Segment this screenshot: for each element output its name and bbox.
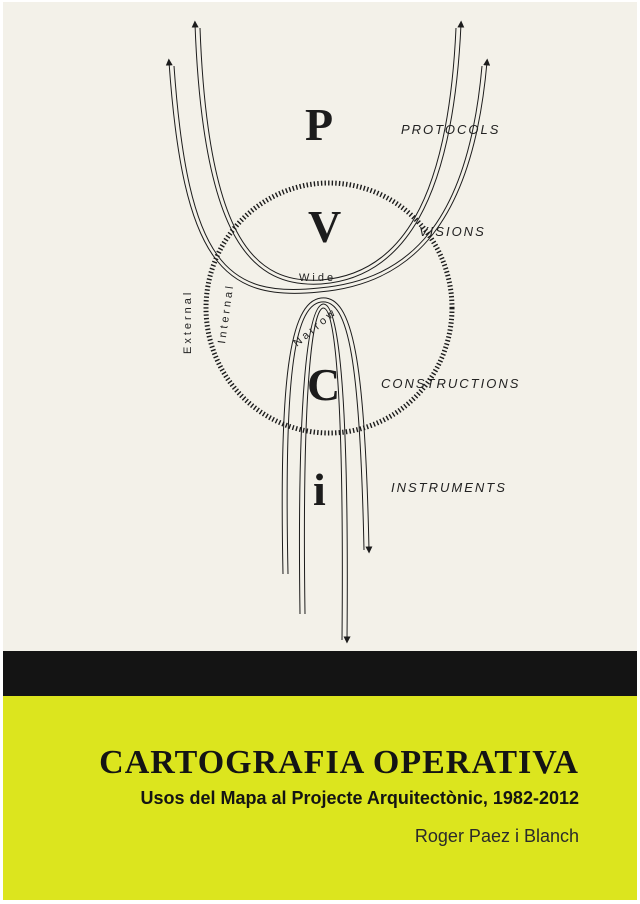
label-constructions: CONSTRUCTIONS [381, 376, 520, 391]
downward-curves [281, 297, 373, 644]
dotted-ellipse [203, 180, 455, 436]
black-band [3, 651, 637, 696]
label-wide: Wide [299, 272, 336, 284]
letter-v: V [308, 201, 341, 252]
green-band [3, 696, 637, 900]
book-cover: P V C i PROTOCOLS VISIONS CONSTRUCTIONS … [3, 2, 637, 900]
upward-curves [165, 20, 491, 294]
letter-p: P [305, 99, 333, 150]
letter-i: i [313, 464, 326, 515]
letter-c: C [307, 359, 340, 410]
label-internal: Internal [216, 283, 236, 345]
book-title: CARTOGRAFIA OPERATIVA [99, 744, 579, 781]
label-instruments: INSTRUMENTS [391, 480, 507, 495]
label-protocols: PROTOCOLS [401, 122, 500, 137]
label-external: External [182, 290, 194, 354]
cartography-diagram: P V C i PROTOCOLS VISIONS CONSTRUCTIONS … [165, 20, 520, 644]
label-visions: VISIONS [419, 224, 486, 239]
book-subtitle: Usos del Mapa al Projecte Arquitectònic,… [140, 788, 579, 808]
book-author: Roger Paez i Blanch [414, 826, 579, 846]
